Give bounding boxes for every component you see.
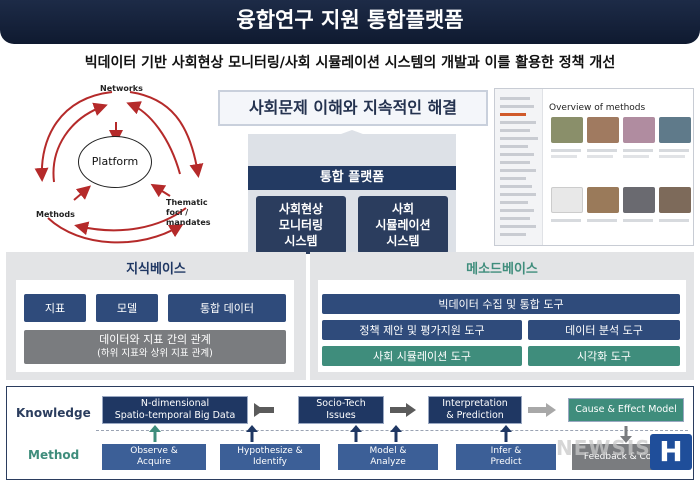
cause-effect-box: Cause & Effect Model (568, 398, 684, 422)
cycle-arrow (150, 183, 171, 198)
collect-tool-box: 빅데이터 수집 및 통합 도구 (322, 294, 680, 314)
flow-arrow-shaft (254, 407, 274, 413)
page-title: 융합연구 지원 통합플랫폼 (0, 0, 700, 44)
cycle-arrow (47, 217, 184, 244)
cycle-arrow (74, 207, 187, 236)
flow-arrow-shaft (528, 407, 548, 413)
platform-circle: Platform (78, 136, 152, 188)
relation-text: 데이터와 지표 간의 관계 (99, 333, 211, 346)
up-arrows (149, 425, 632, 443)
cycle-arrow (126, 101, 181, 175)
website-heading: Overview of methods (549, 103, 646, 113)
cycle-diagram (34, 91, 204, 244)
method-row-label: Method (28, 448, 80, 462)
infer-predict-box: Infer & Predict (456, 444, 556, 470)
analysis-tool-box: 데이터 분석 도구 (528, 320, 680, 340)
newsis-logo: H (650, 434, 692, 470)
cycle-arrow (129, 91, 204, 178)
method-thumbnail (623, 187, 655, 213)
method-thumbnail (587, 117, 619, 143)
method-thumbnail (623, 117, 655, 143)
cycle-label-networks: Networks (100, 84, 143, 93)
knowledge-base-title: 지식베이스 (126, 262, 186, 277)
simulation-tool-box: 사회 시뮬레이션 도구 (322, 346, 522, 366)
interpretation-box: Interpretation & Prediction (428, 396, 522, 424)
flow-arrow-shaft (390, 407, 408, 413)
big-data-box: N-dimensional Spatio-temporal Big Data (102, 396, 248, 424)
model-analyze-box: Model & Analyze (338, 444, 438, 470)
cycle-arrow (34, 91, 113, 182)
page-subtitle: 빅데이터 기반 사회현상 모니터링/사회 시뮬레이션 시스템의 개발과 이를 활… (84, 55, 616, 71)
simulation-system-box: 사회 시뮬레이션 시스템 (358, 196, 448, 254)
method-thumbnail (551, 117, 583, 143)
model-box: 모델 (96, 294, 158, 322)
method-base-title: 메소드베이스 (466, 262, 538, 277)
cycle-arrow (73, 185, 92, 201)
indicator-box: 지표 (24, 294, 86, 322)
flow-arrow (546, 403, 556, 417)
integrated-data-box: 통합 데이터 (168, 294, 286, 322)
knowledge-row-label: Knowledge (16, 406, 91, 420)
observe-acquire-box: Observe & Acquire (102, 444, 206, 470)
relation-box: 데이터와 지표 간의 관계 (하위 지표와 상위 지표 관계) (24, 330, 286, 364)
platform-title: 통합 플랫폼 (248, 166, 456, 190)
visualization-tool-box: 시각화 도구 (528, 346, 680, 366)
newsis-watermark: NEWSIS (556, 436, 651, 460)
flow-arrow (406, 403, 416, 417)
goal-banner: 사회문제 이해와 지속적인 해결 (218, 90, 488, 126)
method-thumbnail (551, 187, 583, 213)
cycle-label-thematic: Thematic foci / mandates (166, 198, 211, 227)
monitoring-system-box: 사회현상 모니터링 시스템 (256, 196, 346, 254)
method-thumbnail (587, 187, 619, 213)
policy-tool-box: 정책 제안 및 평가지원 도구 (322, 320, 522, 340)
method-thumbnail (659, 187, 691, 213)
relation-subtext: (하위 지표와 상위 지표 관계) (97, 348, 213, 359)
methods-website-screenshot: Overview of methods (494, 88, 694, 246)
website-sidebar (495, 89, 543, 245)
method-thumbnail (659, 117, 691, 143)
issues-box: Socio-Tech Issues (298, 396, 384, 424)
cycle-label-methods: Methods (36, 210, 75, 219)
cycle-arrow (52, 102, 108, 183)
hypothesize-identify-box: Hypothesize & Identify (220, 444, 320, 470)
